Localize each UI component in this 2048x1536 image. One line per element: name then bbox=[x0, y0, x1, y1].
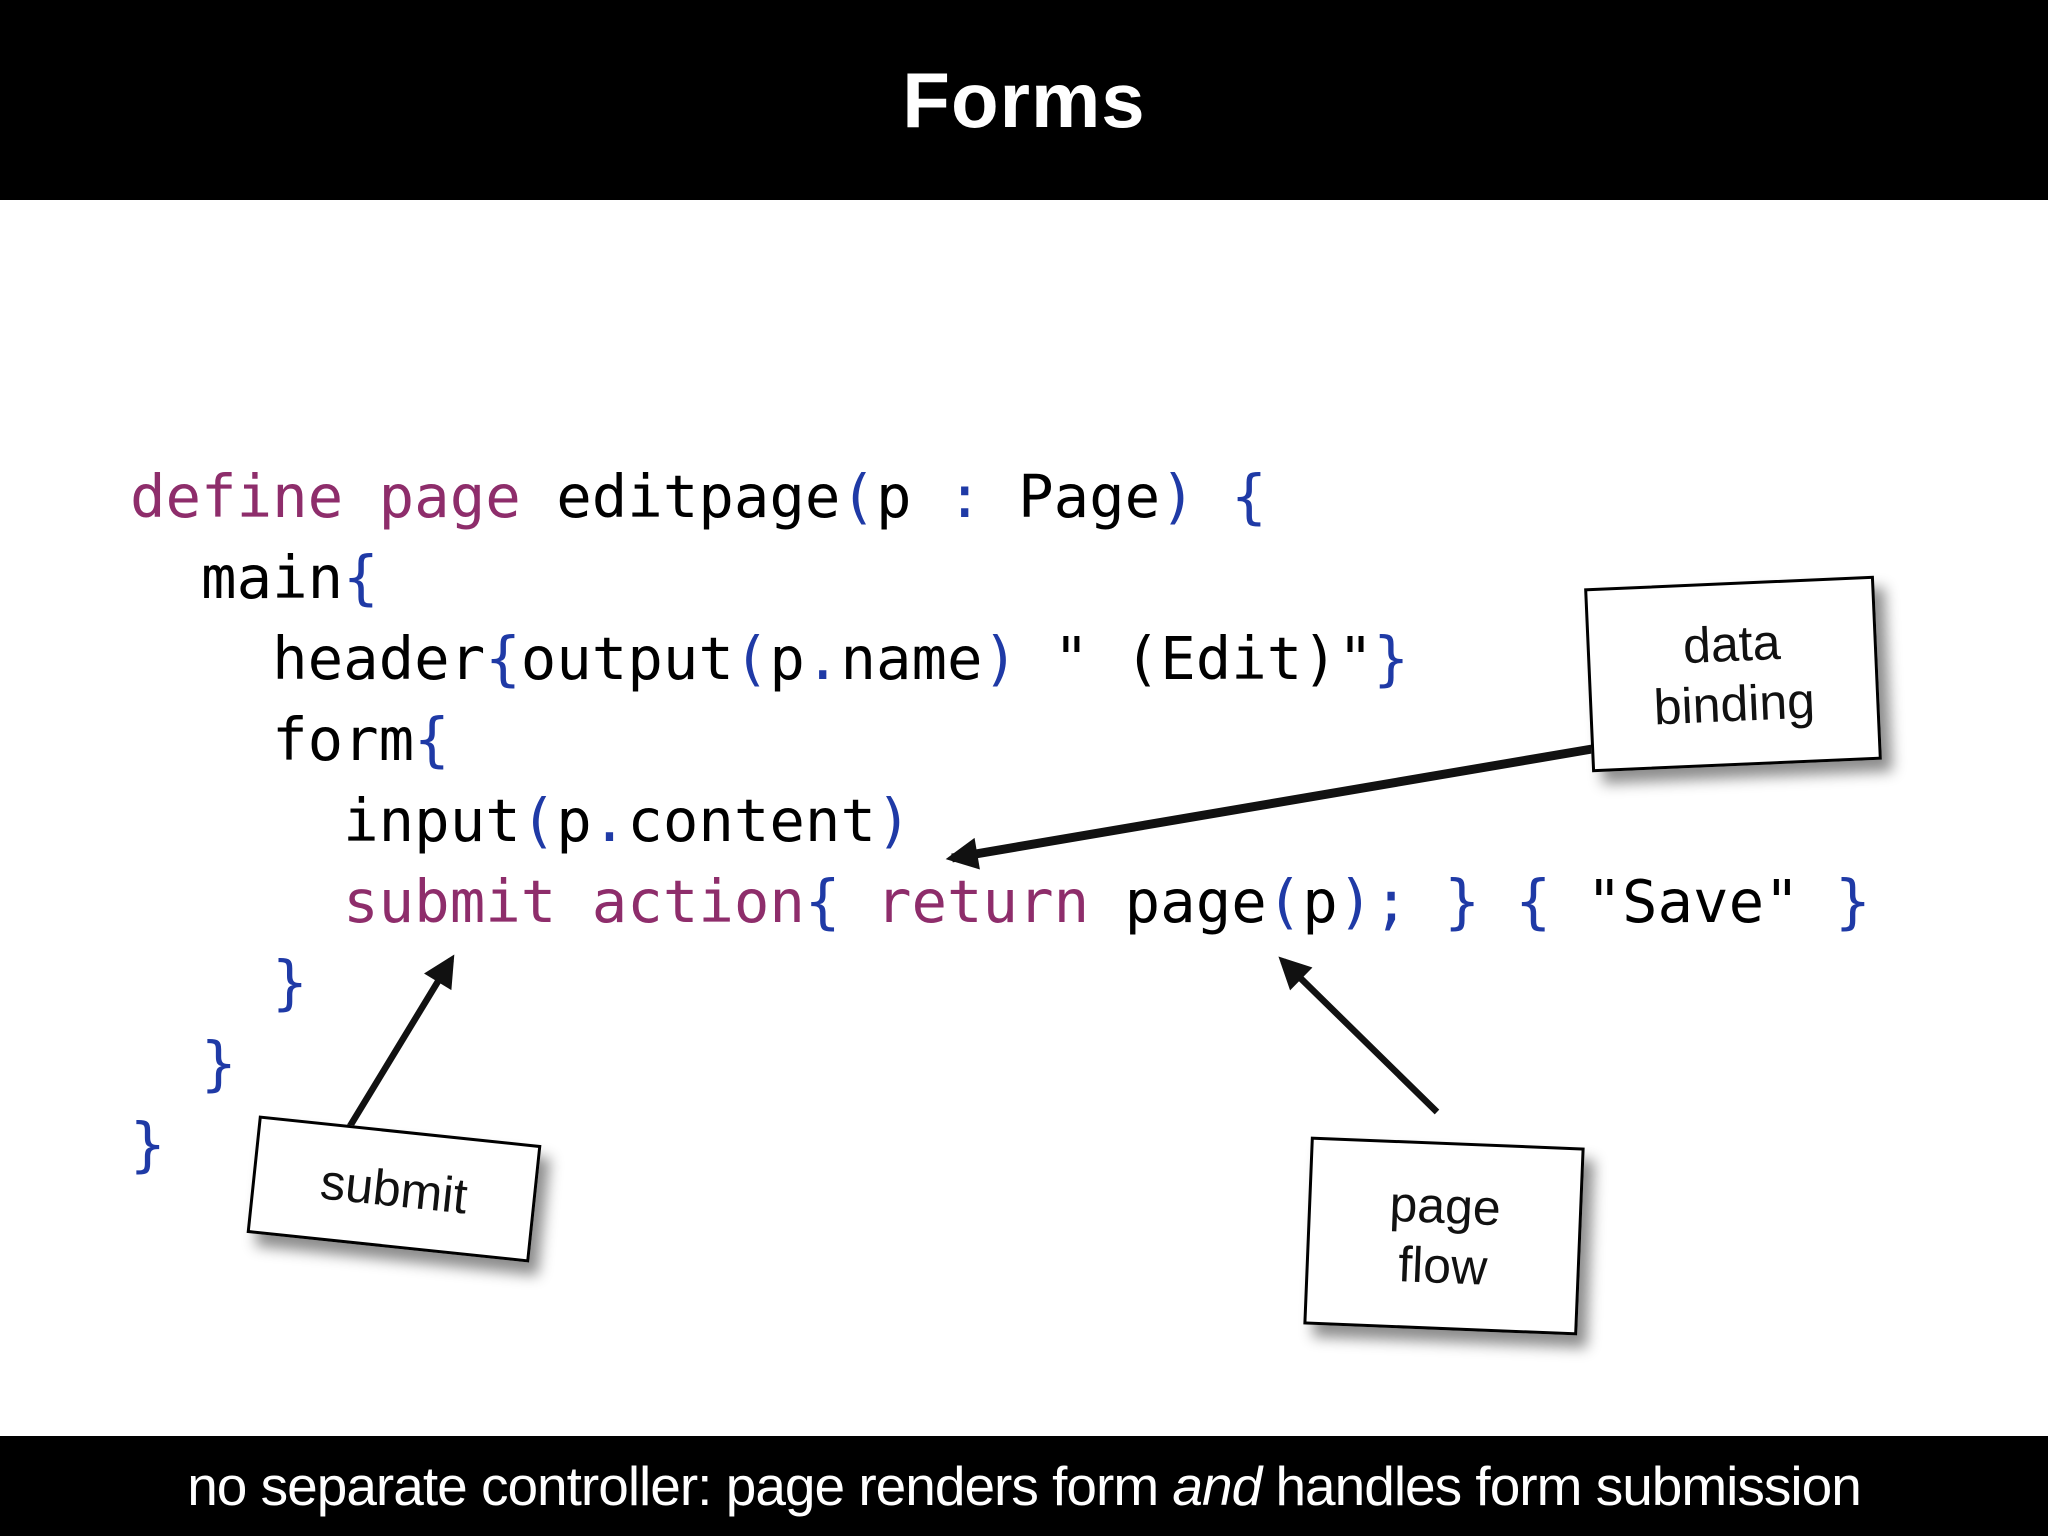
code-line: } bbox=[130, 1110, 166, 1179]
data-binding-arrow-icon bbox=[945, 743, 1599, 870]
submit-label-text: submit bbox=[317, 1153, 471, 1225]
code-line: } bbox=[201, 1029, 237, 1098]
code-line: } bbox=[272, 948, 308, 1017]
data-binding-label-line1: data bbox=[1681, 613, 1782, 675]
submit-arrow-icon bbox=[344, 954, 455, 1133]
caption-part2: handles form submission bbox=[1261, 1455, 1861, 1517]
code-line: submit action{ return page(p); } { "Save… bbox=[343, 867, 1871, 936]
caption-bar: no separate controller: page renders for… bbox=[0, 1436, 2048, 1536]
data-binding-label-line2: binding bbox=[1652, 672, 1817, 736]
page-flow-arrow-icon bbox=[1278, 956, 1440, 1115]
code-line: form{ bbox=[130, 705, 450, 774]
title-bar: Forms bbox=[0, 0, 2048, 200]
page-flow-label-line2: flow bbox=[1397, 1236, 1489, 1296]
caption-text: no separate controller: page renders for… bbox=[187, 1454, 1862, 1518]
code-line: header{output(p.name) " (Edit)"} bbox=[130, 624, 1409, 693]
data-binding-label-box: data binding bbox=[1584, 575, 1882, 773]
code-line: main{ bbox=[130, 543, 379, 612]
slide-title: Forms bbox=[902, 55, 1146, 144]
code-line: define page editpage(p : Page) { bbox=[130, 462, 1267, 531]
code-block: define page editpage(p : Page) { main{ h… bbox=[130, 456, 1871, 1185]
caption-part1: no separate controller: page renders for… bbox=[187, 1455, 1173, 1517]
caption-emphasis: and bbox=[1172, 1455, 1262, 1517]
page-flow-label-line1: page bbox=[1388, 1175, 1502, 1237]
code-line: input(p.content) bbox=[130, 786, 912, 855]
page-flow-label-box: page flow bbox=[1303, 1136, 1585, 1336]
